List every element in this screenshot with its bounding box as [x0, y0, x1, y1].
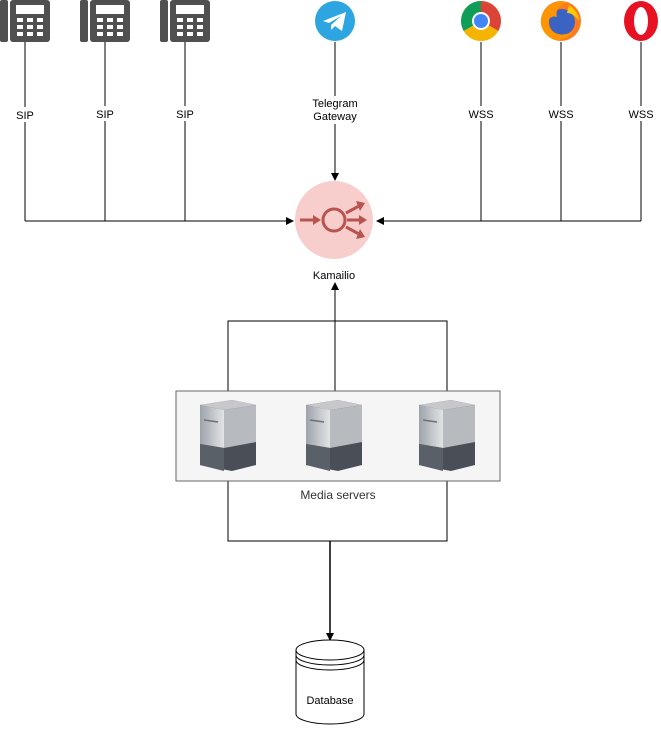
server-icon: [200, 400, 256, 471]
media-servers-label: Media servers: [300, 488, 375, 502]
server-icon: [306, 400, 362, 471]
ip-phone-icon: [80, 0, 130, 42]
sip-label-2: SIP: [96, 109, 114, 121]
kamailio-router-icon: [295, 181, 373, 259]
connection-lines: [24, 42, 642, 641]
media-upper-bracket: [227, 320, 448, 396]
telegram-icon: [315, 1, 355, 41]
sip-label-3: SIP: [176, 109, 194, 121]
telegram-gateway-label-line2: Gateway: [313, 111, 357, 123]
wss-label-3: WSS: [628, 109, 653, 121]
database-label: Database: [306, 695, 353, 707]
sip-label-1: SIP: [16, 110, 34, 122]
ip-phone-icon: [0, 0, 50, 42]
database-icon: [295, 639, 365, 725]
ip-phone-icon: [160, 0, 210, 42]
firefox-icon: [540, 1, 581, 41]
chrome-icon: [461, 1, 501, 41]
server-icon: [419, 400, 475, 471]
wss-label-1: WSS: [468, 109, 493, 121]
telegram-gateway-label-line1: Telegram: [312, 98, 357, 110]
opera-icon: [624, 1, 658, 41]
wss-label-2: WSS: [548, 109, 573, 121]
kamailio-label: Kamailio: [313, 270, 355, 282]
media-lower-bracket: [227, 473, 448, 542]
